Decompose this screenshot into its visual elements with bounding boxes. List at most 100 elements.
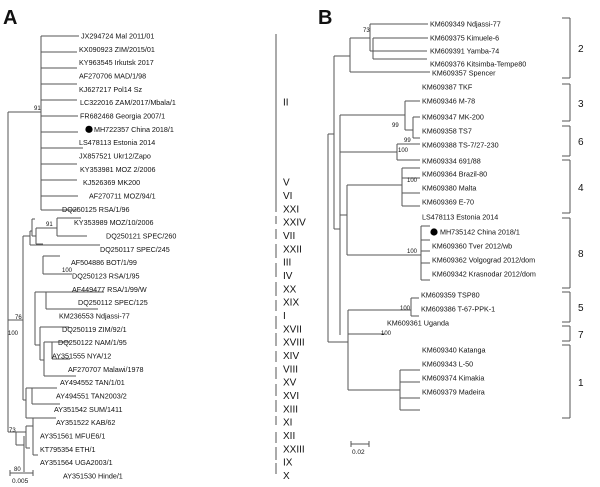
- panel-a-taxon-label: AY494551 TAN2003/2: [56, 392, 127, 401]
- highlight-dot-icon: [430, 228, 438, 236]
- panel-b-taxon-label: KM609387 TKF: [422, 83, 473, 92]
- panel-a-genotype-label: VII: [283, 231, 295, 242]
- panel-b-scale-bar: 0.02: [350, 441, 370, 456]
- panel-a-taxon-label: KJ526369 MK200: [83, 178, 140, 187]
- panel-a-taxon-label: AY351542 SUM/1411: [54, 405, 122, 414]
- panel-b-taxon-label: LS478113 Estonia 2014: [422, 213, 498, 222]
- panel-b-brackets: [562, 17, 571, 419]
- panel-b-taxon-label: KM609343 L-50: [422, 360, 473, 369]
- panel-a-bootstrap-value: 80: [14, 467, 21, 473]
- panel-b-taxon-label: KM609374 Kimakia: [422, 374, 484, 383]
- panel-b-bootstrap-value: 100: [398, 148, 409, 154]
- panel-a-taxon-label: DQ250125 RSA/1/96: [62, 205, 130, 214]
- panel-a-genotype-label: VI: [283, 191, 292, 202]
- panel-a-genotype-label: X: [283, 471, 290, 482]
- panel-a-genotype-label: XIII: [283, 404, 298, 415]
- panel-b-bootstrap-value: 99: [404, 138, 411, 144]
- highlight-markers: [85, 125, 438, 236]
- panel-a-scale-label: 0.005: [12, 478, 29, 485]
- panel-b-taxon-label: KM609379 Madeira: [422, 388, 485, 397]
- panel-a-taxon-label: AF270711 MOZ/94/1: [89, 192, 156, 201]
- panel-b-genotype-label: 8: [578, 249, 584, 260]
- panel-a-taxon-label: DQ250122 NAM/1/95: [58, 338, 127, 347]
- panel-a-bootstrap-value: 73: [9, 428, 16, 434]
- panel-a-scale-bar: 0.005: [9, 470, 34, 485]
- panel-b-taxon-label: KM609358 TS7: [422, 127, 472, 136]
- panel-a-taxon-label: AY494552 TAN/1/01: [60, 378, 125, 387]
- panel-b-taxon-label: KM609375 Kimuele-6: [430, 34, 499, 43]
- panel-b-bootstrap-value: 100: [407, 178, 418, 184]
- panel-a-genotype-label: XVI: [283, 391, 299, 402]
- panel-a-taxon-label: LS478113 Estonia 2014: [79, 138, 155, 147]
- panel-a-bootstrap-value: 76: [15, 315, 22, 321]
- panel-a-taxon-label: DQ250121 SPEC/260: [106, 232, 176, 241]
- panel-b-genotype-label: 5: [578, 303, 584, 314]
- panel-a-genotype-label: XXIV: [283, 218, 306, 229]
- panel-a-genotype-label: IX: [283, 458, 293, 469]
- panel-b-taxon-label: KM609364 Brazil-80: [422, 170, 487, 179]
- panel-a-taxon-label: AF504886 BOT/1/99: [71, 258, 137, 267]
- panel-a-genotype-label: XIX: [283, 298, 299, 309]
- panel-b-taxon-label: KM609340 Katanga: [422, 346, 486, 355]
- panel-a-taxon-label: AY351561 MFUE6/1: [40, 432, 105, 441]
- panel-a-genotype-label: VIII: [283, 364, 298, 375]
- panel-a-taxon-label: MH722357 China 2018/1: [94, 125, 174, 134]
- panel-b-taxon-label: KM609361 Uganda: [387, 319, 449, 328]
- panel-a-taxon-label: AY351522 KAB/62: [56, 418, 115, 427]
- panel-b-bootstrap-value: 100: [400, 306, 411, 312]
- panel-a-taxon-label: KY353981 MOZ 2/2006: [80, 165, 156, 174]
- panel-a-genotype-label: XXI: [283, 204, 299, 215]
- panel-a-taxon-label: KY963545 Irkutsk 2017: [79, 58, 154, 67]
- panel-b-taxon-label: KM609369 E-70: [422, 198, 474, 207]
- panel-a-taxon-label: JX857521 Ukr12/Zapo: [79, 152, 151, 161]
- panel-b-taxon-label: KM609359 TSP80: [421, 291, 480, 300]
- panel-b-tree: [327, 23, 430, 411]
- panel-b-genotype-label: 6: [578, 137, 584, 148]
- panel-b-taxon-label: MH735142 China 2018/1: [440, 228, 520, 237]
- panel-a-genotype-labels: IIVVIXXIXXIVVIIXXIIIIIIVXXXIXIXVIIXVIIIX…: [283, 98, 306, 482]
- panel-a-genotype-label: XV: [283, 378, 297, 389]
- panel-b-taxon-label: KM609342 Krasnodar 2012/dom: [432, 270, 536, 279]
- panel-a-label: A: [3, 7, 17, 29]
- panel-b-bootstrap-value: 100: [381, 331, 392, 337]
- panel-a-taxon-label: AF270706 MAD/1/98: [79, 72, 146, 81]
- highlight-dot-icon: [85, 125, 93, 133]
- panel-a-taxon-label: KJ627217 Pol14 Sz: [79, 85, 143, 94]
- panel-a-taxon-label: AY351564 UGA2003/1: [40, 458, 113, 467]
- panel-b-taxon-label: KM609334 691/88: [422, 157, 481, 166]
- panel-b-taxon-label: KM609376 Kitsimba-Tempe80: [430, 60, 526, 69]
- panel-a-taxon-label: KM236553 Ndjassi-77: [59, 312, 130, 321]
- panel-a-taxon-label: DQ250119 ZIM/92/1: [62, 325, 127, 334]
- panel-b-genotype-label: 3: [578, 99, 584, 110]
- panel-a-genotype-label: XVIII: [283, 338, 305, 349]
- panel-b-taxon-label: KM609346 M-78: [422, 97, 475, 106]
- panel-a-bootstrap-value: 91: [34, 106, 41, 112]
- panel-a-genotype-label: IV: [283, 271, 293, 282]
- panel-a-taxon-label: LC322016 ZAM/2017/Mbala/1: [80, 98, 176, 107]
- panel-b-taxon-label: KM609380 Malta: [422, 184, 476, 193]
- panel-b-genotype-label: 1: [578, 378, 584, 389]
- panel-a-genotype-label: XIV: [283, 351, 299, 362]
- panel-a-genotype-label: XII: [283, 431, 295, 442]
- panel-b-taxon-label: KM609347 MK-200: [422, 113, 484, 122]
- panel-a-genotype-label: III: [283, 258, 291, 269]
- panel-b-taxon-label: KM609357 Spencer: [432, 69, 496, 78]
- panel-a-taxon-label: KX090923 ZIM/2015/01: [79, 45, 155, 54]
- panel-a-genotype-label: I: [283, 311, 286, 322]
- panel-a-bootstrap-value: 91: [46, 222, 53, 228]
- panel-a-tree: [7, 35, 104, 472]
- panel-a-taxon-label: AF270707 Malawi/1978: [68, 365, 144, 374]
- panel-b-bootstrap-value: 99: [392, 123, 399, 129]
- panel-b-taxon-label: KM609388 TS-7/27-230: [422, 141, 499, 150]
- panel-b-taxon-label: KM609349 Ndjassi-77: [430, 20, 501, 29]
- panel-a-taxon-label: KT795354 ETH/1: [40, 445, 96, 454]
- panel-a-taxon-label: FR682468 Georgia 2007/1: [80, 112, 165, 121]
- panel-a-taxon-label: AY351530 Hinde/1: [63, 472, 123, 481]
- panel-a-bootstrap-value: 100: [8, 331, 19, 337]
- panel-b-bootstrap-value: 100: [407, 249, 418, 255]
- panel-b-genotype-label: 2: [578, 44, 584, 55]
